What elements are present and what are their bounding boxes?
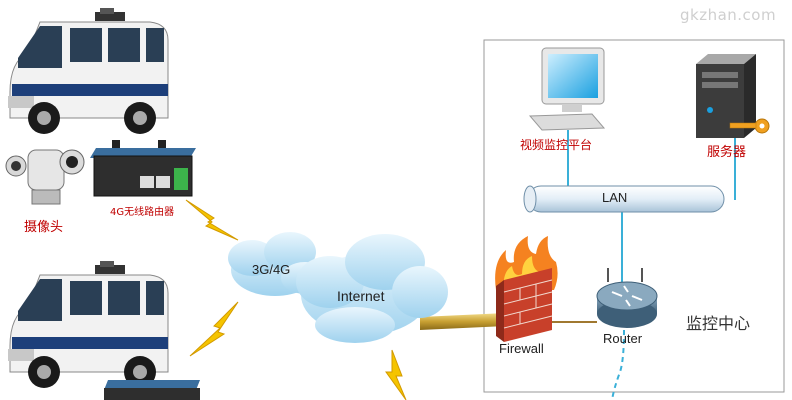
monitor-pc-icon [528, 47, 606, 131]
lightning-icon [185, 199, 239, 241]
internet-firewall-link [420, 313, 506, 330]
cloud-icon-internet [296, 234, 448, 343]
4g-router-device-icon [104, 380, 200, 400]
camera-label: 摄像头 [24, 220, 64, 235]
router-label: Router [603, 331, 643, 346]
lightning-icon [385, 349, 407, 400]
lan-label: LAN [602, 190, 628, 205]
4g-router-label: 4G无线路由器 [110, 207, 175, 218]
key-icon [729, 118, 770, 134]
3g4g-network-label: 3G/4G [252, 262, 291, 277]
server-label: 服务器 [707, 145, 747, 160]
internet-label: Internet [337, 288, 385, 304]
monitoring-center-label: 监控中心 [686, 314, 751, 333]
4g-router-device-icon [90, 140, 196, 197]
lan-bus [523, 185, 725, 213]
firewall-icon [495, 236, 558, 342]
firewall-label: Firewall [499, 341, 544, 356]
police-van-icon [8, 261, 169, 388]
router-icon [596, 268, 658, 328]
ptz-camera-icon [5, 149, 85, 205]
watermark-text: gkzhan.com [680, 6, 777, 24]
router-dashed-link [611, 329, 625, 400]
police-van-icon [8, 8, 169, 134]
server-tower-icon [696, 54, 756, 138]
monitoring-platform-label: 视频监控平台 [520, 138, 593, 152]
lightning-icon [189, 301, 239, 357]
